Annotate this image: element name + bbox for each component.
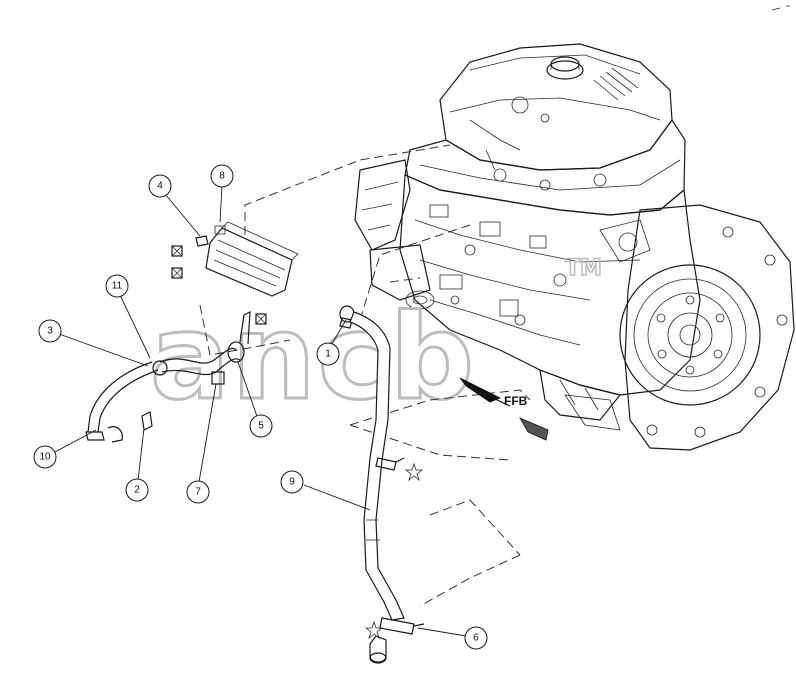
svg-text:8: 8 <box>219 171 225 182</box>
callout-1: 1 <box>316 342 340 366</box>
oil-cooler <box>171 221 299 325</box>
arrow-icon <box>519 417 549 441</box>
flywheel-housing <box>564 204 795 451</box>
callout-3: 3 <box>38 319 62 343</box>
svg-text:6: 6 <box>473 633 479 644</box>
callout-11: 11 <box>105 274 129 298</box>
seal-marker-icon <box>171 245 183 257</box>
arrow-icon <box>459 377 501 403</box>
coolant-hoses <box>85 305 425 664</box>
watermark: ancb TM <box>149 255 603 427</box>
callout-7: 7 <box>186 480 210 504</box>
svg-text:4: 4 <box>157 181 163 192</box>
callout-9: 9 <box>280 470 304 494</box>
star-icon <box>364 620 384 640</box>
direction-indicator: FFB <box>459 377 549 441</box>
seal-marker-icon <box>171 267 183 279</box>
callout-5: 5 <box>249 414 273 438</box>
engine-block <box>354 43 701 421</box>
callout-2: 2 <box>125 478 149 502</box>
svg-text:7: 7 <box>195 487 201 498</box>
svg-text:9: 9 <box>289 477 295 488</box>
direction-label: FFB <box>504 394 528 408</box>
svg-text:2: 2 <box>134 485 140 496</box>
star-markers <box>364 462 424 640</box>
star-icon <box>404 462 424 482</box>
svg-text:3: 3 <box>47 326 53 337</box>
callout-10: 10 <box>33 445 57 469</box>
seal-marker-icon <box>255 313 267 325</box>
svg-text:10: 10 <box>39 452 51 463</box>
svg-text:11: 11 <box>112 281 123 292</box>
watermark-trademark: TM <box>565 256 602 281</box>
callout-leaders <box>54 185 467 637</box>
watermark-text: ancb <box>150 288 476 426</box>
svg-text:5: 5 <box>258 421 264 432</box>
corner-mark <box>771 5 790 11</box>
callout-8: 8 <box>210 164 234 188</box>
svg-text:1: 1 <box>325 349 331 360</box>
callout-6: 6 <box>464 626 488 650</box>
callout-4: 4 <box>148 174 172 198</box>
callout-bubbles: 4 8 11 3 10 2 7 5 <box>33 164 488 650</box>
